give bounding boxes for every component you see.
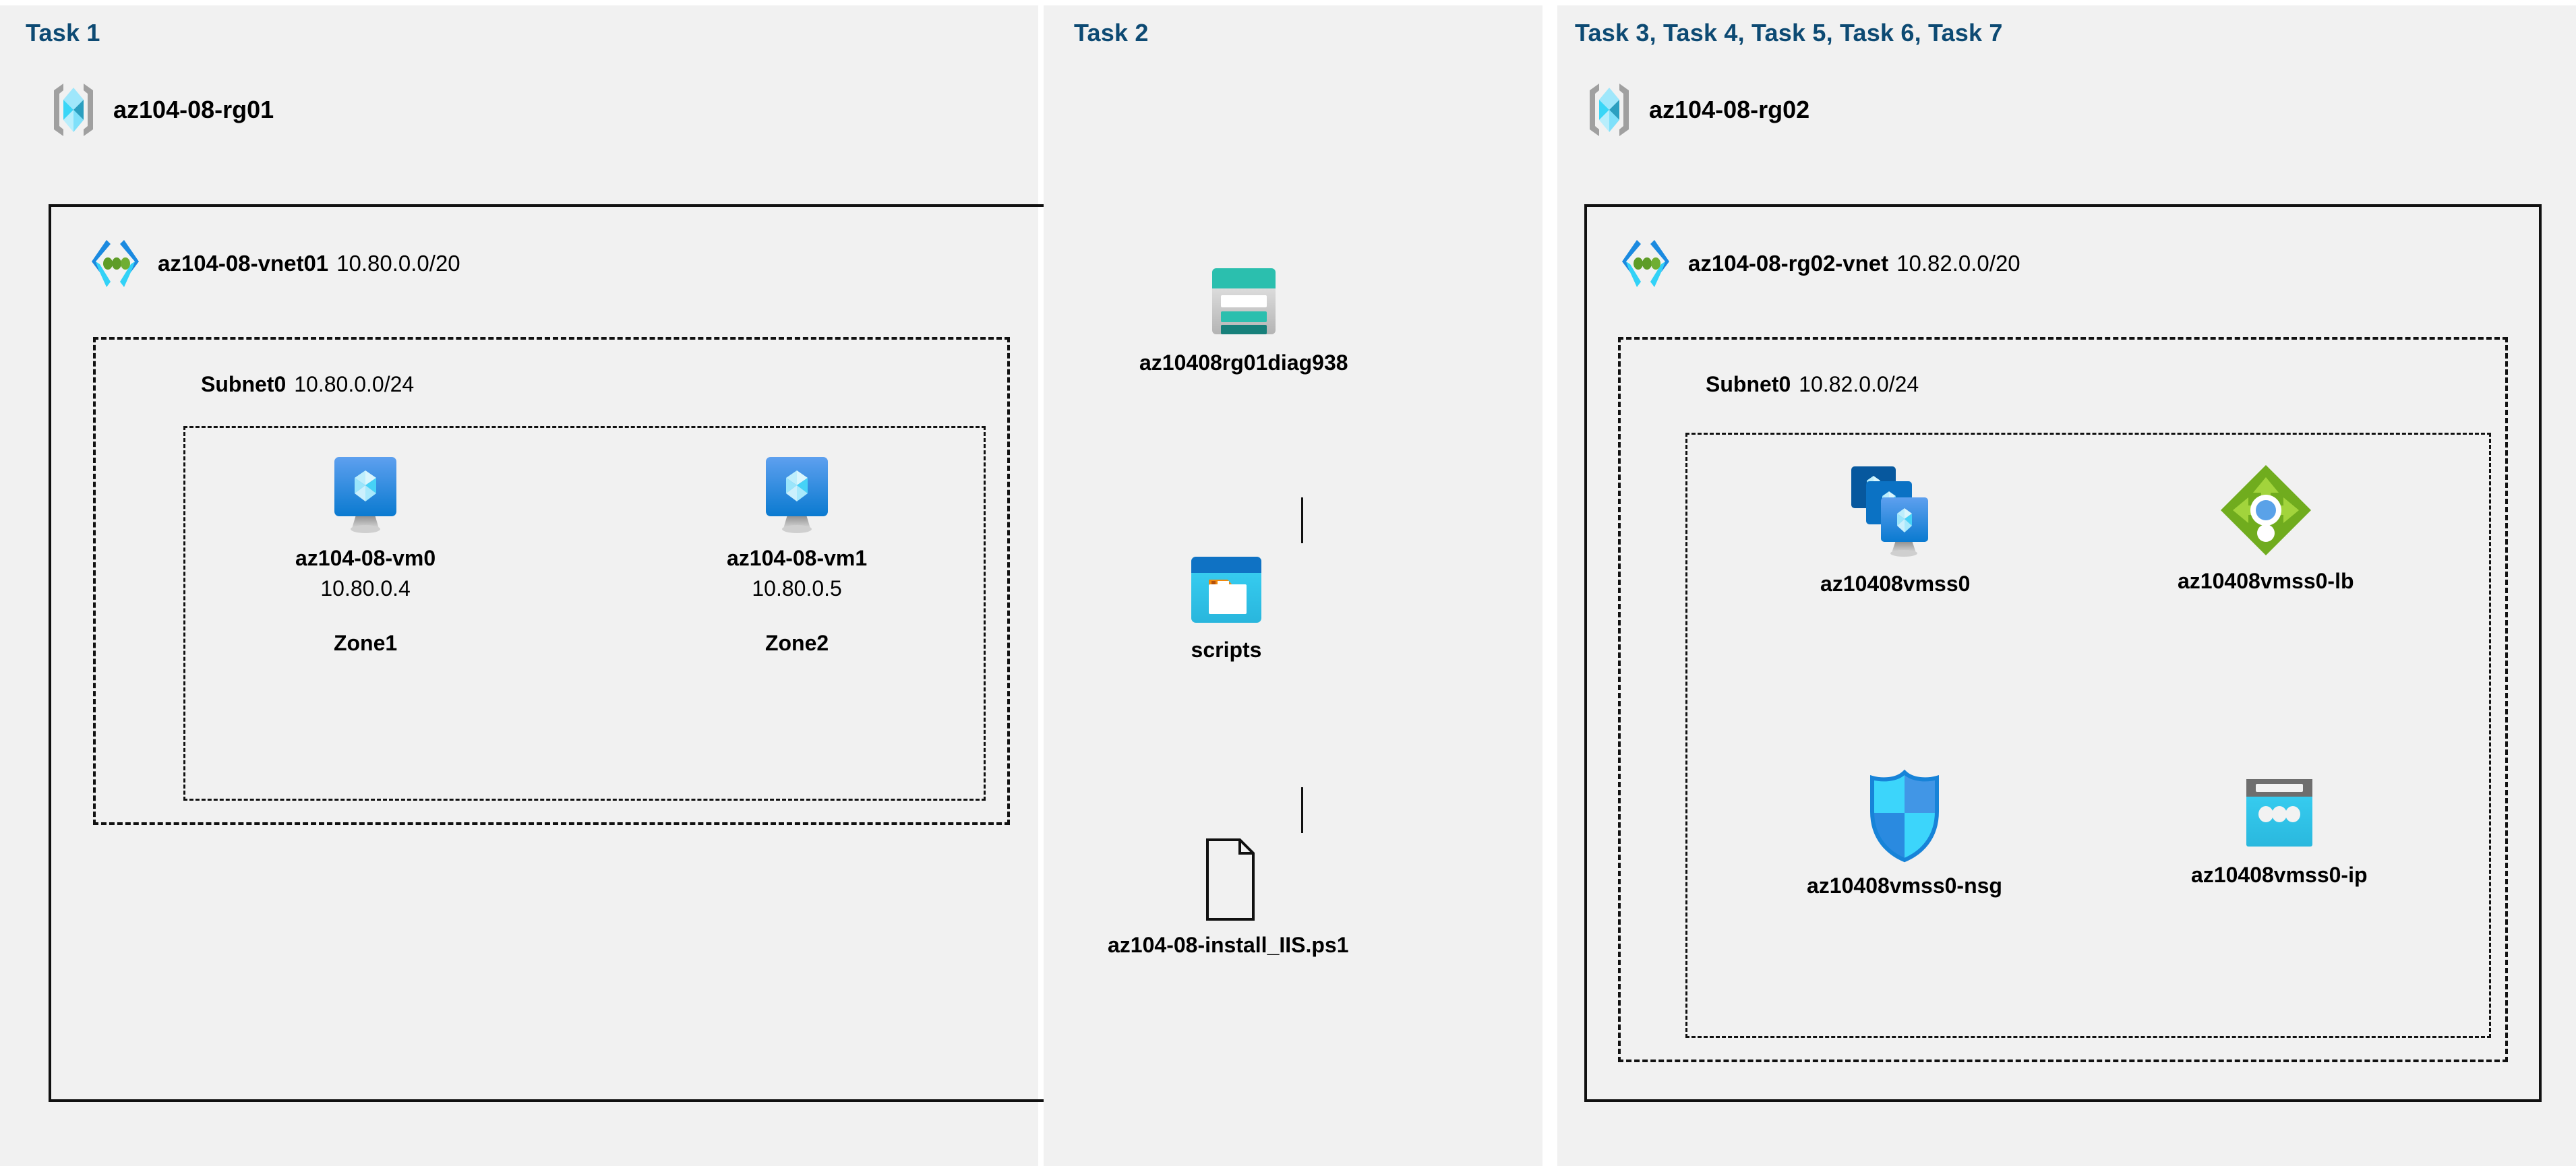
subnet0-cidr-right: 10.82.0.0/24	[1799, 372, 1919, 396]
task-3-to-7-header: Task 3, Task 4, Task 5, Task 6, Task 7	[1575, 19, 2003, 47]
vm0-ip: 10.80.0.4	[320, 576, 411, 601]
blob-container-icon	[1187, 553, 1266, 628]
storage-account-name: az10408rg01diag938	[1139, 350, 1348, 375]
vm-scale-set-name: az10408vmss0	[1820, 572, 1971, 596]
public-ip-address-icon	[2238, 775, 2320, 853]
vnet01-name: az104-08-vnet01	[158, 251, 329, 276]
network-security-group-icon	[1864, 768, 1945, 864]
virtual-machine-icon	[758, 453, 836, 536]
storage-account-node[interactable]: az10408rg01diag938	[1139, 263, 1348, 375]
load-balancer-node[interactable]: az10408vmss0-lb	[2178, 461, 2354, 594]
subnet0-name-right: Subnet0	[1706, 372, 1791, 396]
subnet-resources-group	[1685, 433, 2491, 1038]
connector-storage-to-scripts	[1301, 497, 1303, 543]
vm0-name: az104-08-vm0	[295, 546, 436, 570]
subnet0-boundary-left	[93, 337, 1010, 825]
vm0-zone: Zone1	[333, 631, 398, 655]
public-ip-address-name: az10408vmss0-ip	[2191, 863, 2368, 887]
task-2-panel	[1044, 5, 1542, 1166]
vnet01-cidr: 10.80.0.0/20	[336, 251, 460, 276]
task-3-to-7-panel	[1557, 5, 2576, 1166]
resource-group-rg01: az104-08-rg01	[49, 81, 274, 139]
rg02-vnet-header: az104-08-rg02-vnet 10.82.0.0/20	[1617, 235, 2020, 293]
script-file-node[interactable]: az104-08-install_IIS.ps1	[1108, 836, 1349, 958]
subnet0-name-left: Subnet0	[201, 372, 287, 396]
script-file-name: az104-08-install_IIS.ps1	[1108, 933, 1349, 957]
virtual-network-icon	[1617, 235, 1675, 293]
vm1-ip: 10.80.0.5	[752, 576, 842, 601]
file-icon	[1193, 836, 1264, 923]
vnet01-header: az104-08-vnet01 10.80.0.0/20	[86, 235, 460, 293]
resource-group-rg02: az104-08-rg02	[1584, 81, 1809, 139]
vm-node-vm1[interactable]: az104-08-vm1 10.80.0.5 Zone2	[727, 453, 867, 656]
load-balancer-icon	[2217, 461, 2315, 559]
resource-group-icon	[49, 81, 98, 139]
storage-account-icon	[1203, 263, 1284, 341]
subnet0-cidr-left: 10.80.0.0/24	[294, 372, 415, 396]
resource-group-icon	[1584, 81, 1634, 139]
subnet0-label-right: Subnet0 10.82.0.0/24	[1706, 372, 1919, 397]
task-1-header: Task 1	[26, 19, 100, 47]
public-ip-address-node[interactable]: az10408vmss0-ip	[2191, 775, 2368, 888]
resource-group-label: az104-08-rg02	[1649, 96, 1810, 123]
blob-container-name: scripts	[1191, 638, 1262, 662]
subnet0-boundary-right	[1618, 337, 2508, 1062]
task-2-header: Task 2	[1074, 19, 1149, 47]
load-balancer-name: az10408vmss0-lb	[2178, 569, 2354, 593]
vm-scale-set-node[interactable]: az10408vmss0	[1820, 461, 1970, 596]
virtual-machine-icon	[326, 453, 405, 536]
vm1-name: az104-08-vm1	[727, 546, 868, 570]
vm-scale-set-icon	[1845, 461, 1946, 562]
task-1-panel	[0, 5, 1038, 1166]
vm-node-vm0[interactable]: az104-08-vm0 10.80.0.4 Zone1	[295, 453, 436, 656]
resource-group-label: az104-08-rg01	[113, 96, 274, 123]
availability-zone-group	[183, 426, 986, 801]
vm1-zone: Zone2	[765, 631, 829, 655]
network-security-group-node[interactable]: az10408vmss0-nsg	[1807, 768, 2002, 898]
rg02-vnet-cidr: 10.82.0.0/20	[1896, 251, 2020, 276]
rg02-vnet-name: az104-08-rg02-vnet	[1688, 251, 1889, 276]
subnet0-label-left: Subnet0 10.80.0.0/24	[201, 372, 414, 397]
network-security-group-name: az10408vmss0-nsg	[1807, 873, 2002, 898]
virtual-network-icon	[86, 235, 144, 293]
blob-container-node[interactable]: scripts	[1187, 553, 1266, 663]
connector-scripts-to-file	[1301, 787, 1303, 833]
rg02-vnet-boundary	[1584, 204, 2542, 1102]
